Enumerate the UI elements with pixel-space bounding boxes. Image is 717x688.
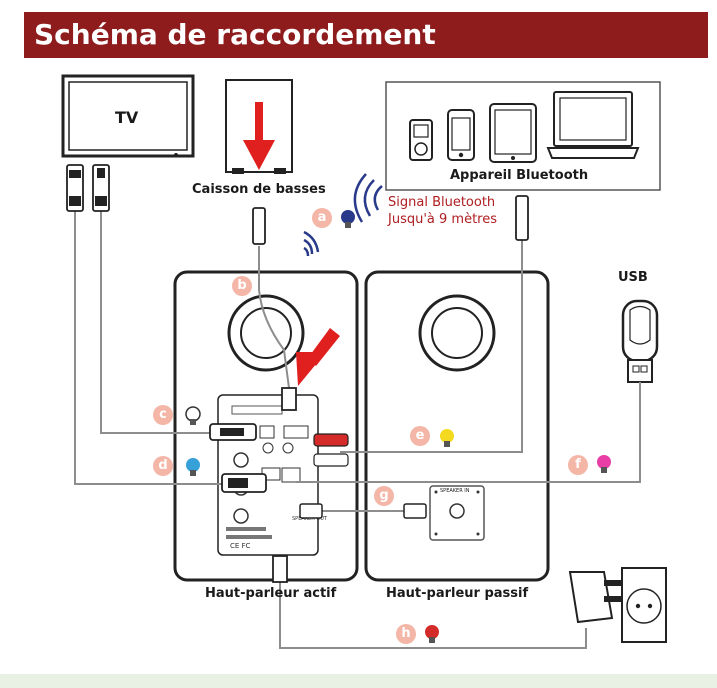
- tv-icon: [61, 74, 195, 158]
- usb-label: USB: [618, 270, 648, 285]
- badge-d: d: [153, 456, 173, 476]
- bluetooth-device-box: [385, 81, 661, 191]
- badge-c: c: [153, 405, 173, 425]
- bluetooth-device-label: Appareil Bluetooth: [450, 168, 589, 183]
- title-bar: [24, 12, 708, 58]
- connectors: [66, 164, 529, 583]
- svg-text:CE FC: CE FC: [230, 542, 251, 550]
- bulb-indicator-a: [341, 210, 355, 228]
- bluetooth-signal-text: Signal Bluetooth Jusqu'à 9 mètres: [388, 194, 497, 228]
- tv-label: TV: [115, 108, 139, 127]
- red-arrow-icon: [243, 102, 275, 170]
- usb-stick-icon: [621, 299, 659, 383]
- bulb-indicator-f: [597, 455, 611, 473]
- speaker-in-label: SPEAKER IN: [440, 488, 470, 494]
- badge-f: f: [568, 455, 588, 475]
- passive-speaker-icon: [364, 270, 550, 582]
- cables: [74, 210, 641, 649]
- bulb-indicator-h: [425, 625, 439, 643]
- svg-text:SPEAKER OUT: SPEAKER OUT: [292, 516, 328, 522]
- badge-e: e: [410, 426, 430, 446]
- bulb-indicator-d: [186, 458, 200, 476]
- bulb-indicator-e: [440, 429, 454, 447]
- wall-socket-icon: [621, 567, 667, 643]
- bluetooth-signal-line1: Signal Bluetooth: [388, 195, 496, 210]
- bluetooth-signal-icon: [303, 173, 383, 257]
- active-speaker-label: Haut-parleur actif: [205, 586, 337, 601]
- diagram-title: Schéma de raccordement: [34, 18, 436, 51]
- bottom-strip: [0, 674, 717, 688]
- subwoofer-label: Caisson de basses: [192, 182, 326, 197]
- bluetooth-signal-line2: Jusqu'à 9 mètres: [388, 212, 498, 227]
- badge-g: g: [374, 486, 394, 506]
- badge-h: h: [396, 624, 416, 644]
- red-arrow-panel-icon: [296, 328, 340, 386]
- bulb-indicator-c: [185, 406, 201, 425]
- badge-a: a: [312, 208, 332, 228]
- power-adapter-icon: [568, 571, 624, 624]
- badge-b: b: [232, 276, 252, 296]
- passive-speaker-label: Haut-parleur passif: [386, 586, 529, 601]
- active-speaker-icon: SPEAKER OUT CE FC: [173, 270, 359, 582]
